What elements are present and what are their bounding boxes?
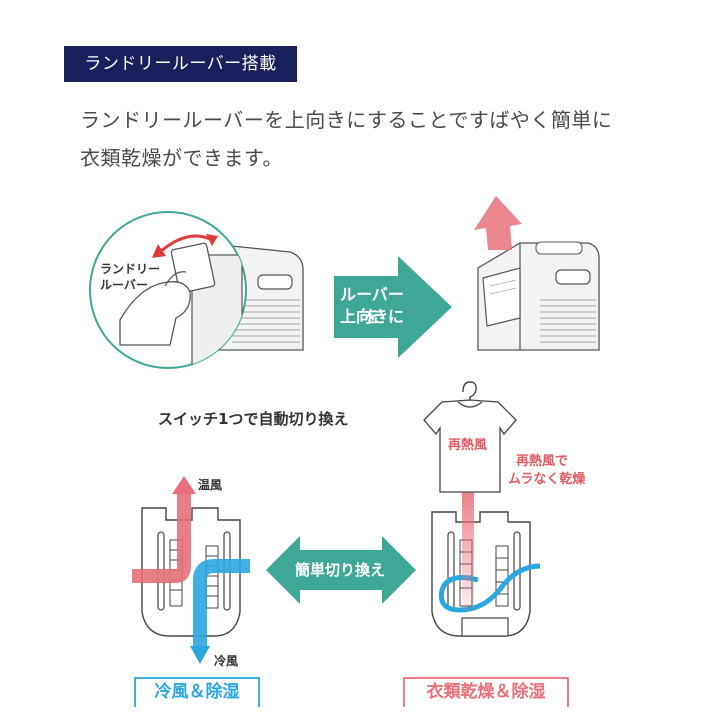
cool-dehumidify-diagram [132, 476, 250, 664]
intro-line-2: 衣類乾燥ができます。 [80, 146, 283, 170]
feature-badge: ランドリールーバー搭載 [64, 46, 297, 82]
teal-step-arrow [334, 256, 452, 358]
reheat-air-label: 再熱風 [448, 438, 488, 453]
louver-label-line-1: ランドリー [100, 262, 161, 276]
switch-arrow-label: 簡単切り換え [294, 561, 385, 579]
switch-double-arrow [266, 536, 416, 604]
reheat-note-line-2: ムラなく乾燥 [508, 472, 586, 487]
laundry-dry-label: 衣類乾燥＆除湿 [405, 679, 567, 707]
intro-line-1: ランドリールーバーを上向きにすることですばやく簡単に [80, 108, 613, 132]
louver-label-line-2: ルーバー [100, 278, 148, 292]
rotation-arrow-icon [152, 234, 218, 258]
air-up-arrow-icon [474, 196, 522, 250]
hanging-shirt-icon [423, 381, 517, 493]
step-arrow-line-1: ルーバーを [340, 285, 404, 326]
switch-title: スイッチ1つで自動切り換え [158, 410, 349, 428]
warm-air-label: 温風 [198, 478, 223, 492]
step-arrow-line-2: 上向きに [339, 307, 404, 326]
reheat-note-line-1: 再熱風で [516, 454, 569, 469]
cool-dehumidify-label: 冷風＆除湿 [136, 679, 258, 707]
cool-air-label: 冷風 [214, 654, 239, 668]
dehumidifier-right [477, 241, 600, 351]
